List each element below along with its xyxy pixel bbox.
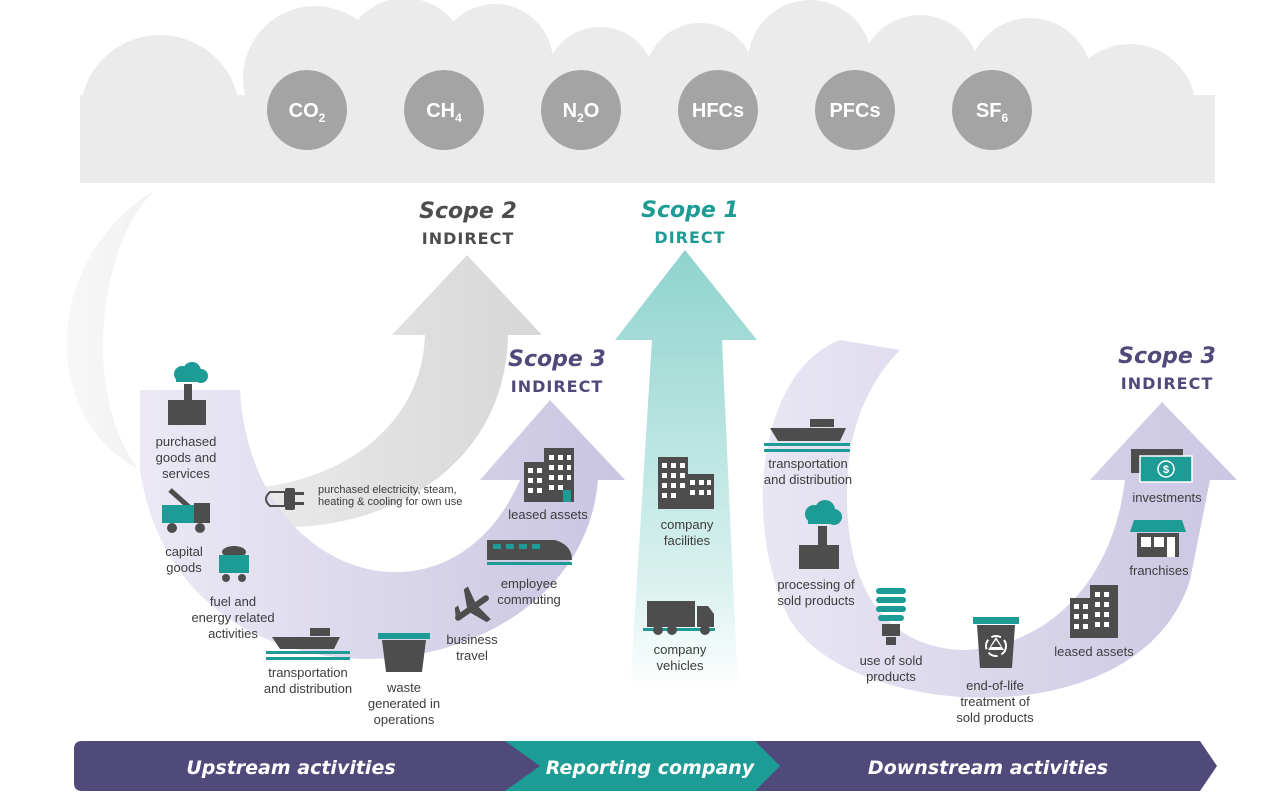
building-icon-upstream	[524, 448, 574, 502]
storefront-icon	[1130, 520, 1186, 557]
airplane-icon	[454, 586, 491, 623]
building-icon-downstream	[1070, 585, 1118, 638]
bar-upstream-label: Upstream activities	[186, 757, 395, 779]
crane-truck-icon	[162, 488, 210, 533]
svg-text:INDIRECT: INDIRECT	[422, 229, 514, 248]
svg-text:Scope 3: Scope 3	[1118, 344, 1216, 369]
scope3-upstream-arrow	[140, 390, 625, 659]
gas-co2: CO2	[267, 70, 347, 150]
dumpster-icon	[378, 633, 430, 672]
bar-downstream-label: Downstream activities	[868, 757, 1108, 779]
gas-ch4: CH4	[404, 70, 484, 150]
gas-circles: CO2 CH4 N2O HFCs PFCs SF6	[267, 70, 1032, 150]
building-icon-facilities	[658, 457, 714, 509]
label-downstream-leased-assets: leased assets	[1054, 644, 1134, 659]
factory-icon	[168, 362, 208, 425]
gas-pfcs: PFCs	[815, 70, 895, 150]
train-icon	[487, 540, 572, 565]
svg-text:PFCs: PFCs	[829, 100, 880, 122]
cloud-band	[80, 0, 1215, 195]
bar-upstream-segment	[74, 741, 540, 791]
bar-reporting-label: Reporting company	[546, 757, 756, 779]
svg-text:N2O: N2O	[563, 100, 600, 125]
ship-icon	[266, 628, 350, 660]
label-upstream-leased-assets: leased assets	[508, 507, 588, 522]
scope2-title: Scope 2 INDIRECT	[419, 199, 517, 248]
label-franchises: franchises	[1129, 563, 1189, 578]
coal-cart-icon	[219, 546, 249, 582]
scope2-arrow	[66, 190, 543, 528]
bottom-activity-bar: Upstream activities Reporting company Do…	[74, 741, 1217, 791]
bar-downstream-segment	[750, 741, 1217, 791]
svg-text:CH4: CH4	[426, 100, 462, 125]
label-investments: investments	[1132, 490, 1202, 505]
gas-sf6: SF6	[952, 70, 1032, 150]
lightbulb-icon	[876, 588, 906, 645]
svg-text:INDIRECT: INDIRECT	[511, 377, 603, 396]
svg-text:$: $	[1163, 464, 1169, 476]
svg-text:HFCs: HFCs	[692, 100, 744, 122]
money-icon: $	[1131, 449, 1193, 483]
scope3-upstream-title: Scope 3 INDIRECT	[508, 347, 606, 396]
scope3-downstream-title: Scope 3 INDIRECT	[1118, 344, 1216, 393]
svg-text:SF6: SF6	[976, 100, 1009, 125]
label-purchased-electricity: purchased electricity, steam,heating & c…	[318, 484, 462, 508]
factory-icon-processing	[799, 500, 842, 569]
scope3-downstream-arrow	[762, 340, 1237, 698]
svg-text:Scope 1: Scope 1	[641, 198, 739, 223]
truck-icon	[643, 601, 715, 635]
bar-reporting-segment	[500, 741, 780, 791]
svg-text:INDIRECT: INDIRECT	[1121, 374, 1213, 393]
plug-icon	[265, 488, 304, 510]
svg-text:Scope 2: Scope 2	[419, 199, 517, 224]
ship-icon-downstream	[764, 419, 850, 452]
svg-text:Scope 3: Scope 3	[508, 347, 606, 372]
svg-text:DIRECT: DIRECT	[654, 228, 725, 247]
gas-hfcs: HFCs	[678, 70, 758, 150]
scope1-title: Scope 1 DIRECT	[641, 198, 739, 247]
recycle-bin-icon	[973, 617, 1019, 668]
svg-text:CO2: CO2	[289, 100, 326, 125]
gas-n2o: N2O	[541, 70, 621, 150]
